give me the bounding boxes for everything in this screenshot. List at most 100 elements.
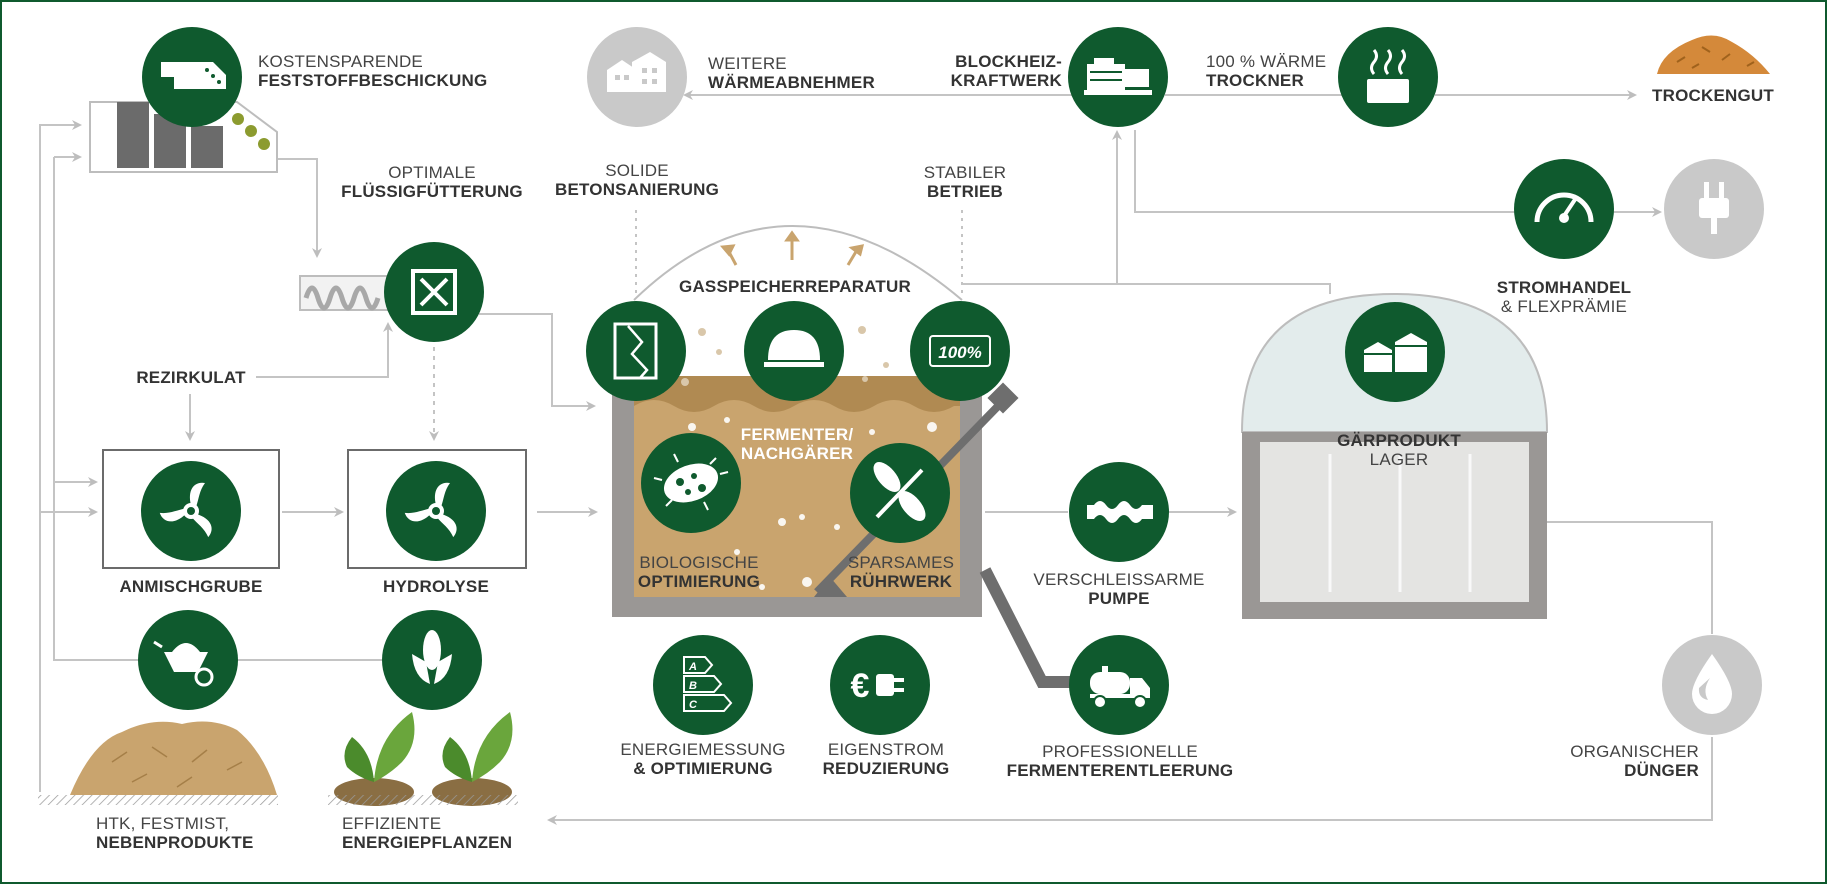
- energiepflanzen-label-line1: EFFIZIENTE: [342, 814, 442, 833]
- drain-pipe: [979, 567, 1074, 688]
- energy-plants: [328, 712, 518, 806]
- solide-label-line2: BETONSANIERUNG: [554, 180, 720, 199]
- ruehrwerk-label: SPARSAMES RÜHRWERK: [848, 553, 954, 591]
- gasspeicher-label: GASSPEICHERREPARATUR: [679, 277, 911, 296]
- energiemessung-label: ENERGIEMESSUNG & OPTIMIERUNG: [620, 740, 785, 778]
- trockner-label: 100 % WÄRME TROCKNER: [1206, 52, 1326, 90]
- wheelbarrow-icon: [138, 610, 238, 710]
- duenger-label: ORGANISCHER DÜNGER: [1570, 742, 1699, 780]
- fermenter-label-line1: FERMENTER/: [740, 425, 854, 444]
- fluessig-label-line2: FLÜSSIGFÜTTERUNG: [341, 182, 523, 201]
- screw-conveyor: [299, 275, 389, 311]
- fluessig-label: OPTIMALE FLÜSSIGFÜTTERUNG: [341, 163, 523, 201]
- paddle-icon: [850, 443, 950, 543]
- pump-icon: [1069, 462, 1169, 562]
- drop-icon: [1662, 635, 1762, 735]
- cracked-wall-icon: [586, 301, 686, 401]
- rezirkulat-label-line1: REZIRKULAT: [136, 368, 246, 387]
- htk-label: HTK, FESTMIST, NEBENPRODUKTE: [96, 814, 254, 852]
- gaerprodukt-label: GÄRPRODUKT LAGER: [1337, 431, 1461, 469]
- trockengut-label-line1: TROCKENGUT: [1652, 86, 1774, 105]
- corn-icon: [382, 610, 482, 710]
- heat-dryer-icon: [1338, 27, 1438, 127]
- weitere-label-line2: WÄRMEABNEHMER: [708, 73, 875, 92]
- propeller-icon: [386, 461, 486, 561]
- feeder-icon: [142, 27, 242, 127]
- chips-pile-icon: [1657, 35, 1770, 74]
- stromhandel-label-line1: STROMHANDEL: [1496, 278, 1632, 297]
- rezirkulat-label: REZIRKULAT: [136, 368, 245, 387]
- hydrolyse-label: HYDROLYSE: [383, 577, 489, 596]
- buildings-icon: [587, 27, 687, 127]
- hundred-percent-badge: 100%: [938, 343, 981, 362]
- entleerung-label: PROFESSIONELLE FERMENTERENTLEERUNG: [1007, 742, 1234, 780]
- solid-feeder-machine: [89, 101, 278, 173]
- plug-icon: [1664, 159, 1764, 259]
- trockner-label-line1: 100 % WÄRME: [1206, 52, 1327, 71]
- feststoff-label-line2: FESTSTOFFBESCHICKUNG: [258, 71, 488, 90]
- solide-label: SOLIDE BETONSANIERUNG: [555, 161, 719, 199]
- energiepflanzen-label: EFFIZIENTE ENERGIEPFLANZEN: [342, 814, 512, 852]
- gasspeicher-label-line1: GASSPEICHERREPARATUR: [679, 277, 911, 296]
- pumpe-label-line1: VERSCHLEISSARME: [1033, 570, 1205, 589]
- energy-label-icon: A B C: [653, 635, 753, 735]
- manure-pile: [38, 721, 278, 805]
- anmischgrube-label-line1: ANMISCHGRUBE: [119, 577, 263, 596]
- weitere-label-line1: WEITERE: [708, 54, 787, 73]
- eigenstrom-label-line2: REDUZIERUNG: [822, 759, 950, 778]
- energiepflanzen-label-line2: ENERGIEPFLANZEN: [342, 833, 513, 852]
- energiemessung-label-line1: ENERGIEMESSUNG: [620, 740, 786, 759]
- bhkw-label-line1: BLOCKHEIZ-: [955, 52, 1062, 71]
- energiemessung-label-line2: & OPTIMIERUNG: [633, 759, 773, 778]
- engine-icon: [1068, 27, 1168, 127]
- grade-c: C: [689, 699, 698, 711]
- bio-label: BIOLOGISCHE OPTIMIERUNG: [638, 553, 760, 591]
- entleerung-label-line1: PROFESSIONELLE: [1042, 742, 1198, 761]
- entleerung-label-line2: FERMENTERENTLEERUNG: [1006, 761, 1234, 780]
- euro-symbol: €: [851, 667, 870, 705]
- fluessig-label-line1: OPTIMALE: [388, 163, 476, 182]
- feststoff-label-line1: KOSTENSPARENDE: [258, 52, 423, 71]
- htk-label-line1: HTK, FESTMIST,: [96, 814, 230, 833]
- mixer-box-icon: [384, 242, 484, 342]
- anmischgrube-label: ANMISCHGRUBE: [119, 577, 262, 596]
- tanker-truck-icon: [1069, 635, 1169, 735]
- silos-icon: [1345, 302, 1445, 402]
- ruehrwerk-label-line1: SPARSAMES: [847, 553, 955, 572]
- hydrolyse-label-line1: HYDROLYSE: [382, 577, 490, 596]
- grade-b: B: [689, 680, 697, 692]
- weitere-label: WEITERE WÄRMEABNEHMER: [708, 54, 875, 92]
- grade-a: A: [688, 661, 697, 673]
- hundred-percent-icon: 100%: [910, 301, 1010, 401]
- pumpe-label: VERSCHLEISSARME PUMPE: [1033, 570, 1204, 608]
- stromhandel-label-line2: & FLEXPRÄMIE: [1500, 297, 1628, 316]
- fermenter-label: FERMENTER/ NACHGÄRER: [741, 425, 854, 463]
- ruehrwerk-label-line2: RÜHRWERK: [849, 572, 953, 591]
- duenger-label-line1: ORGANISCHER: [1570, 742, 1699, 761]
- solide-label-line1: SOLIDE: [605, 161, 669, 180]
- bacteria-icon: [641, 433, 741, 533]
- pumpe-label-line2: PUMPE: [1088, 589, 1150, 608]
- trockengut-label: TROCKENGUT: [1652, 86, 1774, 105]
- propeller-icon: [141, 461, 241, 561]
- dome-icon: [744, 301, 844, 401]
- eigenstrom-label: EIGENSTROM REDUZIERUNG: [823, 740, 950, 778]
- bhkw-label: BLOCKHEIZ- KRAFTWERK: [951, 52, 1062, 90]
- stabiler-label-line1: STABILER: [923, 163, 1007, 182]
- htk-label-line2: NEBENPRODUKTE: [96, 833, 254, 852]
- bio-label-line2: OPTIMIERUNG: [637, 572, 761, 591]
- trockner-label-line2: TROCKNER: [1206, 71, 1304, 90]
- feststoff-label: KOSTENSPARENDE FESTSTOFFBESCHICKUNG: [258, 52, 487, 90]
- connector-lines: [39, 90, 1713, 825]
- stabiler-label-line2: BETRIEB: [926, 182, 1004, 201]
- eigenstrom-label-line1: EIGENSTROM: [827, 740, 945, 759]
- fermenter-label-line2: NACHGÄRER: [740, 444, 854, 463]
- duenger-label-line2: DÜNGER: [1624, 761, 1699, 780]
- bhkw-label-line2: KRAFTWERK: [950, 71, 1062, 90]
- gaerprodukt-label-line2: LAGER: [1369, 450, 1429, 469]
- gauge-icon: [1514, 159, 1614, 259]
- stromhandel-label: STROMHANDEL & FLEXPRÄMIE: [1497, 278, 1631, 316]
- stabiler-label: STABILER BETRIEB: [924, 163, 1007, 201]
